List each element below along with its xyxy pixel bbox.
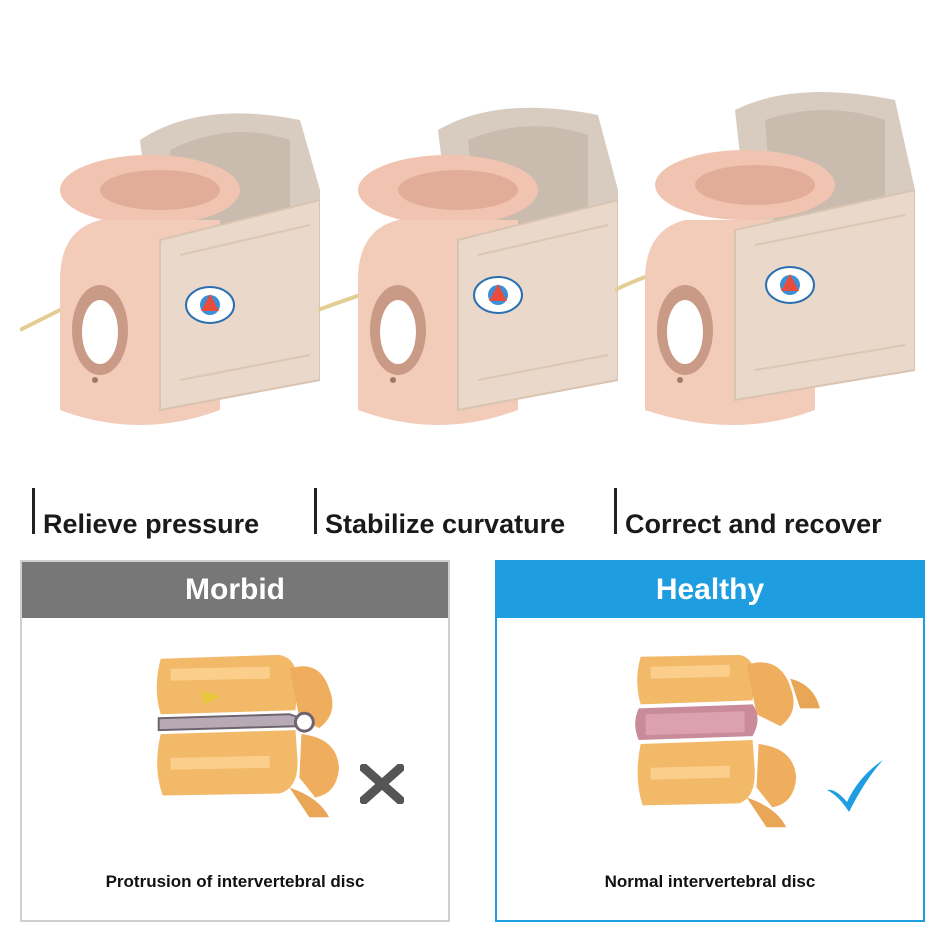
normal-disc-illustration	[497, 618, 923, 868]
neck-collar-image-2	[318, 80, 618, 460]
healthy-panel-header: Healthy	[497, 562, 923, 618]
feature-correct-and-recover: Correct and recover	[614, 488, 882, 540]
x-mark-icon	[360, 764, 404, 804]
herniated-disc-illustration	[22, 618, 448, 868]
feature-label: Stabilize curvature	[325, 509, 566, 539]
neck-collar-illustration	[20, 113, 320, 425]
check-mark-icon	[827, 760, 883, 812]
feature-label: Correct and recover	[625, 509, 882, 539]
neck-collar-illustration	[318, 107, 618, 425]
morbid-title: Morbid	[185, 573, 285, 606]
feature-divider	[614, 488, 617, 534]
feature-relieve-pressure: Relieve pressure	[32, 488, 259, 540]
product-gallery	[0, 0, 950, 470]
healthy-title: Healthy	[655, 573, 765, 606]
feature-divider	[314, 488, 317, 534]
neck-collar-image-1	[20, 80, 320, 460]
morbid-caption: Protrusion of intervertebral disc	[105, 872, 365, 891]
feature-divider	[32, 488, 35, 534]
neck-collar-image-3	[615, 80, 915, 460]
healthy-caption: Normal intervertebral disc	[604, 872, 816, 891]
morbid-panel-header: Morbid	[22, 562, 448, 618]
feature-stabilize-curvature: Stabilize curvature	[314, 488, 565, 540]
healthy-panel: Healthy Normal intervertebral disc	[495, 560, 925, 922]
feature-label: Relieve pressure	[43, 509, 260, 539]
morbid-panel: Morbid Protrusion of intervertebral disc	[20, 560, 450, 922]
neck-collar-illustration	[615, 92, 915, 425]
